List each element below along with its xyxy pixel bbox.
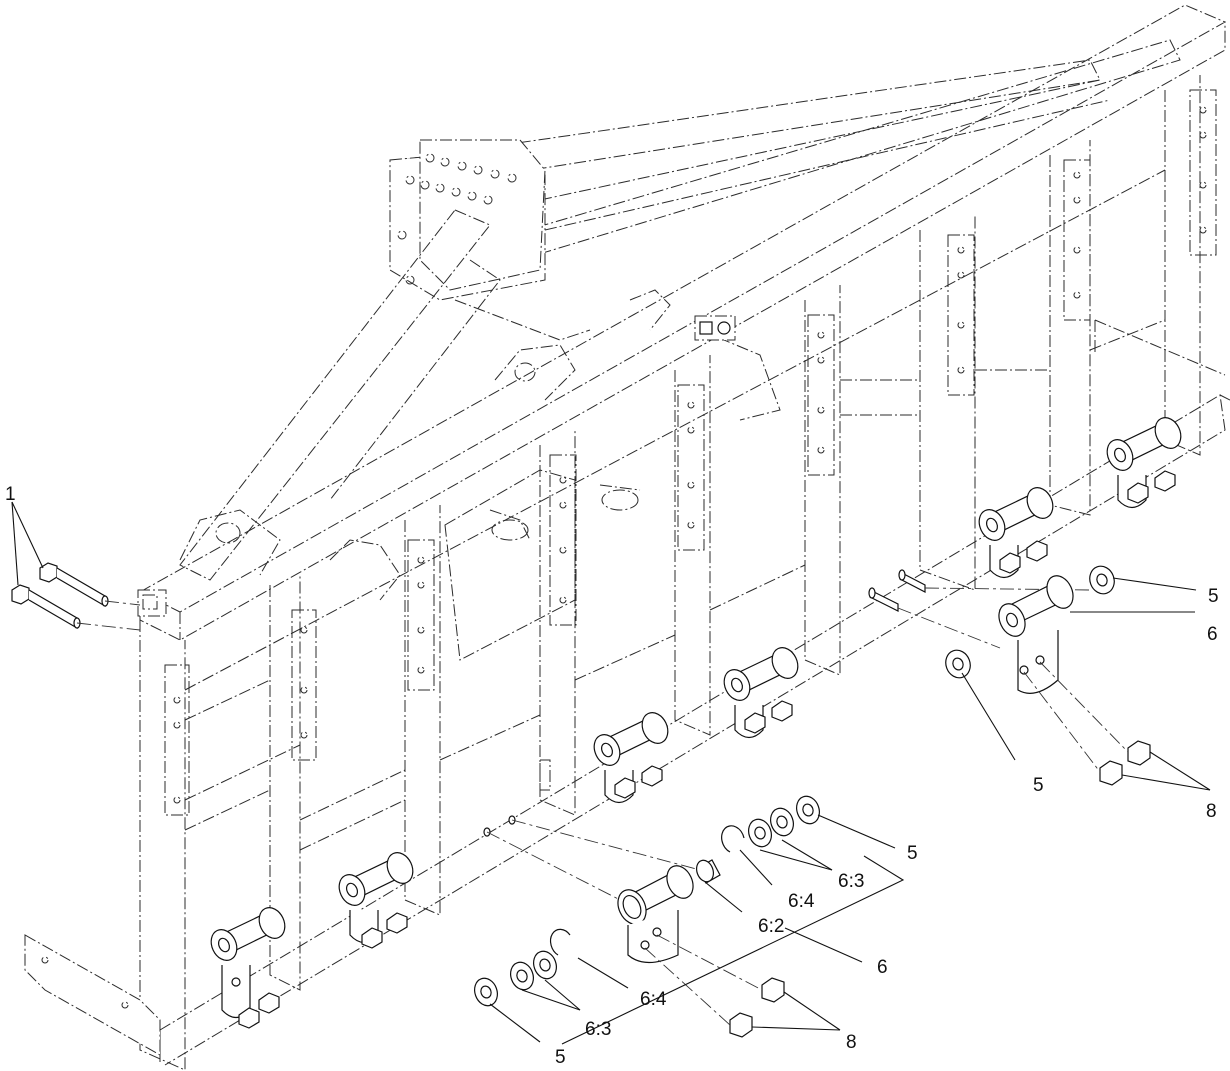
roller-mount-1 (210, 907, 286, 1029)
mast-holes (397, 153, 517, 285)
right-exploded-roller-assembly (868, 565, 1151, 786)
slotted-plates (164, 89, 1217, 816)
front-posts (139, 75, 1201, 1071)
callout-8-nut: 8 (1206, 801, 1217, 822)
lower-exploded-roller-assembly (474, 795, 820, 1038)
callout-8-nut: 8 (846, 1032, 857, 1053)
callout-6-4-snap-ring: 6:4 (640, 989, 667, 1010)
callout-6-roller-assembly: 6 (877, 957, 888, 978)
callout-6-3-spacer: 6:3 (838, 871, 864, 892)
cross-members (184, 169, 1166, 851)
callout-6-2-bushing: 6:2 (758, 916, 784, 937)
roller-mount-4 (723, 647, 799, 739)
callout-6-roller-assembly: 6 (1207, 624, 1218, 645)
leader-lines (11, 501, 1211, 1045)
callout-1: 1 (5, 484, 16, 505)
callout-6-4-snap-ring: 6:4 (788, 891, 815, 912)
boom-frame (24, 4, 1230, 1071)
callout-6-3-spacer: 6:3 (585, 1019, 611, 1040)
roller-mount-6 (1106, 417, 1182, 509)
roller-mount-5 (978, 487, 1054, 579)
callout-5-washer: 5 (907, 843, 918, 864)
callout-5-washer: 5 (1208, 586, 1219, 607)
callout-5-washer: 5 (1033, 775, 1044, 796)
bolts (11, 562, 141, 631)
roller-mount-3 (593, 712, 669, 804)
roller-mount-2 (338, 852, 414, 949)
callout-labels: 1 5 6 5 8 5 6:3 6:4 6:2 6 6:4 6:3 5 8 (5, 484, 1219, 1068)
callout-5-washer: 5 (555, 1047, 566, 1068)
installed-roller-mounts (210, 417, 1182, 1029)
